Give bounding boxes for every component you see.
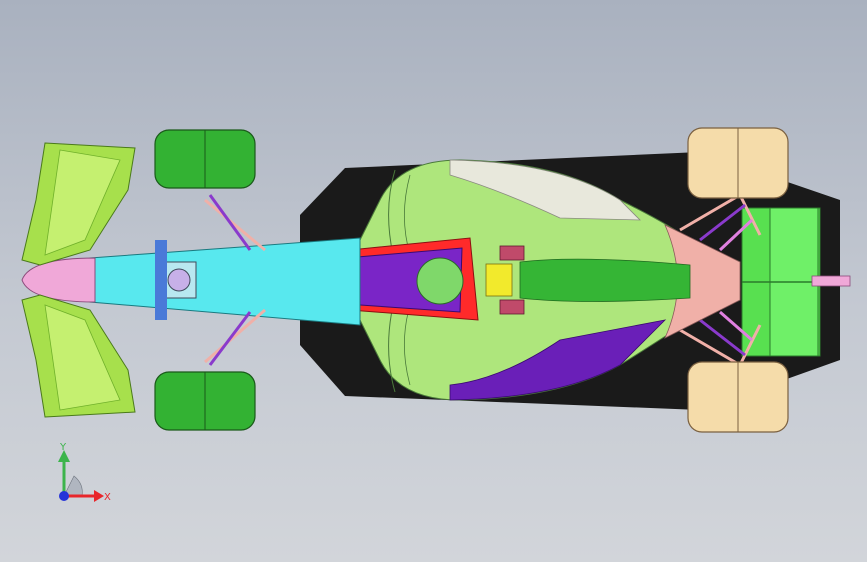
rear-left-tyre[interactable] — [687, 127, 789, 199]
front-left-tyre[interactable] — [154, 129, 256, 189]
x-axis-label: X — [104, 492, 111, 503]
front-wing[interactable] — [21, 142, 136, 418]
z-axis-dot — [59, 491, 69, 501]
coordinate-triad: Y X — [58, 442, 111, 503]
rear-wing[interactable] — [741, 207, 851, 357]
rear-right-tyre[interactable] — [687, 361, 789, 433]
driver-helmet — [416, 257, 464, 305]
cockpit[interactable] — [342, 237, 525, 321]
engine-cover[interactable] — [359, 159, 741, 401]
front-suspension — [155, 194, 266, 366]
front-right-tyre[interactable] — [154, 371, 256, 431]
y-axis-label: Y — [59, 442, 67, 453]
airbox — [485, 263, 513, 297]
